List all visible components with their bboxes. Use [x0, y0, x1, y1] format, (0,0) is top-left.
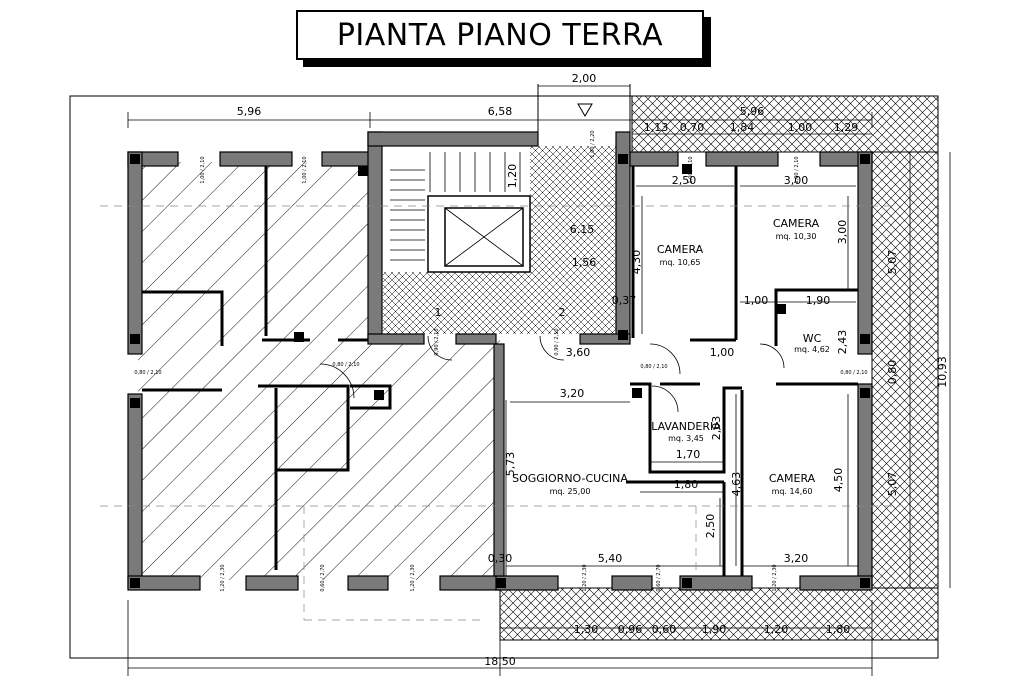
dim-top-658: 6,58: [488, 105, 513, 118]
misc-labels: 6.15 1 2: [435, 223, 595, 319]
opening-note: 1,20 / 2,30: [772, 564, 778, 591]
dim-cam3-450: 4,50: [832, 468, 845, 493]
dim-seg-100: 1,00: [788, 121, 813, 134]
dim-total-1850: 18,50: [484, 655, 516, 668]
dim-top-200: 2,00: [572, 72, 597, 85]
dim-cam3-320: 3,20: [784, 552, 809, 565]
room-name-wc: WC: [803, 332, 822, 345]
opening-note: 0,80 / 2,10: [840, 370, 867, 376]
room-name-lavanderia: LAVANDERIA: [651, 420, 721, 433]
terrace-hatching: [499, 95, 939, 641]
dim-sog-250: 2,50: [704, 514, 717, 539]
opening-note: 1,20 / 2,30: [220, 564, 226, 591]
room-area-wc: mq. 4,62: [794, 345, 830, 354]
dim-right-1093: 10,93: [936, 356, 949, 388]
dim-seg-113: 1,13: [644, 121, 669, 134]
opening-note: 0,60 / 2,70: [320, 564, 326, 591]
dim-right-507b: 5,07: [886, 472, 899, 497]
plan-title-box: PIANTA PIANO TERRA: [296, 10, 704, 60]
dim-wc-190: 1,90: [806, 294, 831, 307]
dim-sog-463: 4,63: [730, 472, 743, 497]
dim-stair-120: 1,20: [506, 164, 519, 189]
room-name-soggiorno: SOGGIORNO-CUCINA: [512, 472, 628, 485]
plan-title: PIANTA PIANO TERRA: [336, 17, 664, 53]
opening-note: 1,00 / 2,10: [200, 156, 206, 183]
stair-landing: [383, 146, 616, 334]
dim-seg-070: 0,70: [680, 121, 705, 134]
dim-sog-320: 3,20: [560, 387, 585, 400]
dim-seg-184: 1,84: [730, 121, 755, 134]
opening-note: 0,80 / 2,10: [640, 364, 667, 370]
room-name-camera-3: CAMERA: [769, 472, 816, 485]
room-labels: CAMERA mq. 10,65 CAMERA mq. 10,30 WC mq.…: [512, 217, 830, 496]
room-area-lavanderia: mq. 3,45: [668, 434, 704, 443]
opening-notes: 1,00 / 2,10 1,00 / 2,10 1,00 / 2,20 1,00…: [134, 130, 867, 591]
walls: [127, 131, 873, 591]
opening-note: 1,00 / 2,10: [302, 156, 308, 183]
stair-label-2: 2: [559, 306, 566, 319]
room-area-camera-2: mq. 10,30: [776, 232, 817, 241]
dimension-lines: [127, 85, 951, 676]
opening-note: 0,90 / 2,10: [554, 328, 560, 355]
dim-cam2-300h: 3,00: [836, 220, 849, 245]
dim-hall-100: 1,00: [710, 346, 735, 359]
dim-top-right-596: 5,96: [740, 105, 765, 118]
opening-note: 1,00 / 2,10: [688, 156, 694, 183]
dim-cam1-250: 2,50: [672, 174, 697, 187]
dim-stair-156: 1,56: [572, 256, 597, 269]
opening-note: 1,00 / 2,20: [590, 130, 596, 157]
dim-wall-037: 0,37: [612, 294, 637, 307]
dim-lav-170: 1,70: [676, 448, 701, 461]
dim-right-080: 0,80: [886, 360, 899, 385]
room-name-camera-1: CAMERA: [657, 243, 704, 256]
room-area-soggiorno: mq. 25,00: [550, 487, 591, 496]
room-area-camera-1: mq. 10,65: [660, 258, 701, 267]
dim-sog-180: 1,80: [674, 478, 699, 491]
left-unit-hatching: [138, 162, 500, 580]
opening-note: 0,80 / 2,10: [134, 370, 161, 376]
dim-sog-540: 5,40: [598, 552, 623, 565]
dim-seg-129: 1,29: [834, 121, 859, 134]
dim-lav-203: 2,03: [710, 416, 723, 441]
dim-bot-060: 0,60: [652, 623, 677, 636]
dim-cam1-430: 4,30: [630, 250, 643, 275]
opening-note: 0,90 / 2,10: [434, 328, 440, 355]
stair-label-1: 1: [435, 306, 442, 319]
dimension-texts: 5,96 6,58 2,00 5,96 1,13 0,70 1,84 1,00 …: [237, 72, 949, 668]
partitions: [142, 166, 858, 576]
level-mark: 6.15: [570, 223, 595, 236]
opening-note: 0,60 / 2,70: [656, 564, 662, 591]
entrance: [537, 84, 631, 132]
dim-sog-030: 0,30: [488, 552, 513, 565]
opening-note: 1,20 / 2,30: [582, 564, 588, 591]
dim-bot-180: 1,80: [826, 623, 851, 636]
dim-bot-120: 1,20: [764, 623, 789, 636]
dim-right-507a: 5,07: [886, 250, 899, 275]
opening-note: 1,20 / 2,30: [410, 564, 416, 591]
columns: [130, 154, 870, 588]
dim-cam2-300w: 3,00: [784, 174, 809, 187]
room-area-camera-3: mq. 14,60: [772, 487, 813, 496]
room-name-camera-2: CAMERA: [773, 217, 820, 230]
dim-sog-573: 5,73: [504, 452, 517, 477]
dim-top-596: 5,96: [237, 105, 262, 118]
opening-note: 1,00 / 2,10: [794, 156, 800, 183]
door-swings: [319, 335, 785, 413]
opening-note: 0,80 / 2,10: [332, 362, 359, 368]
dim-wc-100: 1,00: [744, 294, 769, 307]
dim-hall-360: 3,60: [566, 346, 591, 359]
dim-bot-096: 0,96: [618, 623, 643, 636]
dim-bot-130: 1,30: [574, 623, 599, 636]
dim-wc-243: 2,43: [836, 330, 849, 355]
dim-bot-190: 1,90: [702, 623, 727, 636]
dashed-lines: [100, 205, 900, 621]
